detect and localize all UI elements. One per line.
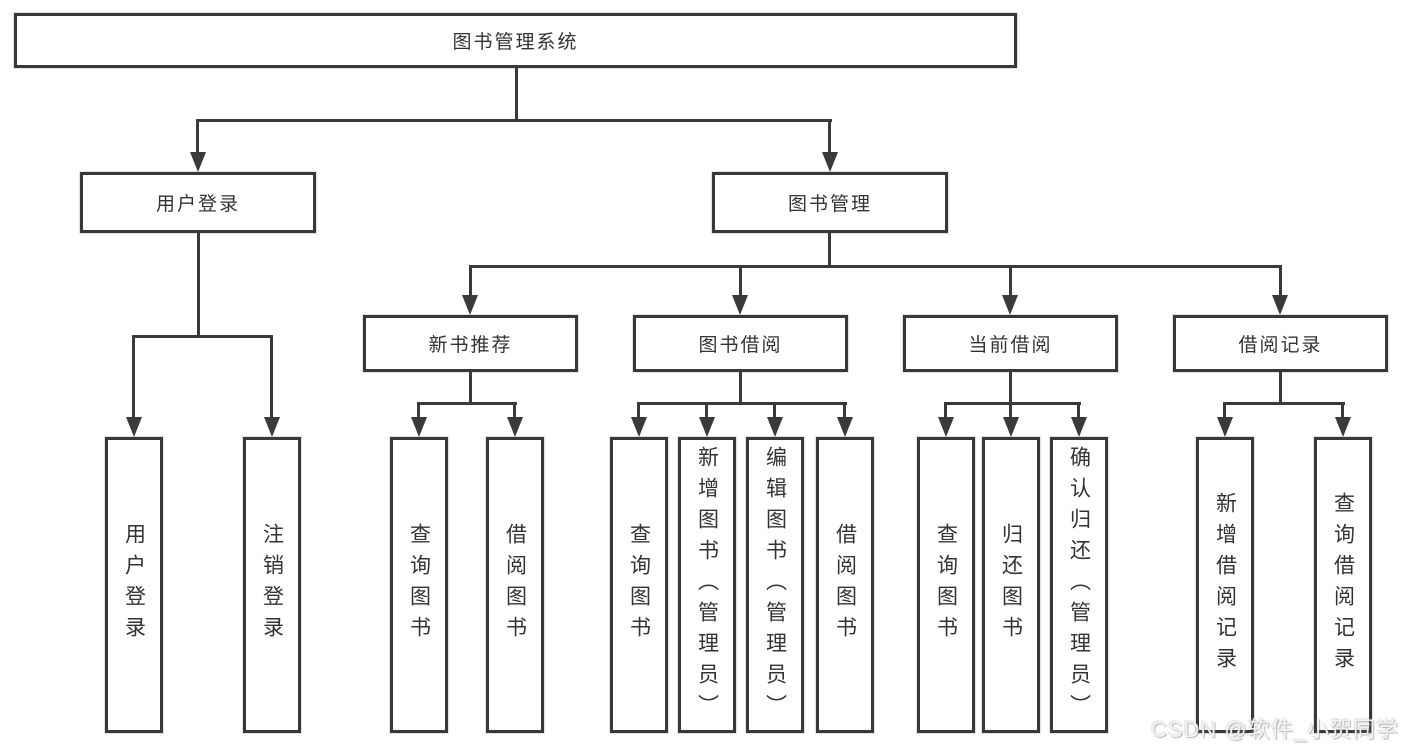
node-user-login: 用户登录 [80, 172, 316, 233]
connector-stem [513, 402, 516, 417]
arrow-down-icon [732, 295, 748, 315]
arrow-down-icon [822, 152, 838, 172]
node-library-system: 图书管理系统 [14, 13, 1017, 68]
node-current-borrowing: 当前借阅 [903, 315, 1118, 372]
leaf-query-borrow-record: 查询借阅记录 [1314, 437, 1372, 733]
connector-rail [132, 335, 273, 338]
leaf-label: 借阅图书 [503, 523, 527, 647]
connector-stem [1341, 402, 1344, 417]
connector-rail [637, 402, 847, 405]
arrow-down-icon [1272, 295, 1288, 315]
arrow-down-icon [837, 417, 853, 437]
leaf-label: 注销登录 [260, 523, 284, 647]
arrow-down-icon [411, 417, 427, 437]
leaf-query-books-current: 查询图书 [917, 437, 975, 733]
connector-stem [705, 402, 708, 417]
watermark: CSDN @软件_小贺同学 [1150, 717, 1399, 742]
node-book-borrowing: 图书借阅 [633, 315, 848, 372]
connector-stem [944, 402, 947, 417]
connector-stem [1223, 402, 1226, 417]
connector-stem [843, 402, 846, 417]
arrow-down-icon [767, 417, 783, 437]
node-label: 图书借阅 [698, 335, 783, 356]
leaf-label: 查询图书 [627, 523, 651, 647]
leaf-edit-books-admin: 编辑图书（管理员） [746, 437, 804, 733]
connector-rail [417, 402, 517, 405]
connector-root-stem [515, 68, 518, 120]
connector-stem [1077, 402, 1080, 417]
leaf-borrow-books-recommend: 借阅图书 [486, 437, 544, 733]
leaf-add-books-admin: 新增图书（管理员） [678, 437, 736, 733]
node-borrowing-records: 借阅记录 [1173, 315, 1388, 372]
connector-stem [1279, 372, 1282, 405]
node-label: 借阅记录 [1238, 335, 1323, 356]
node-new-book-recommend: 新书推荐 [363, 315, 578, 372]
connector-stem [739, 265, 742, 295]
leaf-label: 新增借阅记录 [1213, 492, 1237, 678]
connector-stem [132, 335, 135, 417]
connector-stem [469, 265, 472, 295]
node-label: 新书推荐 [428, 335, 513, 356]
connector-stem [469, 372, 472, 405]
arrow-down-icon [631, 417, 647, 437]
leaf-label: 借阅图书 [833, 523, 857, 647]
node-label: 图书管理 [787, 194, 872, 215]
arrow-down-icon [1003, 417, 1019, 437]
connector-stem [1009, 265, 1012, 295]
arrow-down-icon [507, 417, 523, 437]
arrow-down-icon [1335, 417, 1351, 437]
leaf-query-books-recommend: 查询图书 [390, 437, 448, 733]
arrow-down-icon [462, 295, 478, 315]
arrow-down-icon [126, 417, 142, 437]
leaf-borrow-books-borrowing: 借阅图书 [816, 437, 874, 733]
leaf-logout: 注销登录 [243, 437, 301, 733]
leaf-label: 查询借阅记录 [1331, 492, 1355, 678]
connector-rail [1223, 402, 1345, 405]
arrow-down-icon [264, 417, 280, 437]
connector-stem [1009, 372, 1012, 405]
node-label: 图书管理系统 [452, 32, 579, 53]
node-book-management: 图书管理 [712, 172, 948, 233]
connector-stem [1009, 402, 1012, 417]
arrow-down-icon [1002, 295, 1018, 315]
leaf-confirm-return-admin: 确认归还（管理员） [1050, 437, 1108, 733]
arrow-down-icon [699, 417, 715, 437]
leaf-label: 用户登录 [122, 523, 146, 647]
connector-level2-rail [196, 119, 832, 122]
leaf-label: 查询图书 [407, 523, 431, 647]
connector-stem [417, 402, 420, 417]
connector-level3-rail [469, 265, 1282, 268]
leaf-label: 确认归还（管理员） [1067, 445, 1091, 725]
connector-stem [637, 402, 640, 417]
node-label: 当前借阅 [968, 335, 1053, 356]
connector-stem [1279, 265, 1282, 295]
leaf-query-books-borrowing: 查询图书 [610, 437, 668, 733]
connector-stem [828, 119, 831, 152]
connector-stem [828, 233, 831, 268]
connector-stem [196, 119, 199, 152]
leaf-label: 编辑图书（管理员） [763, 445, 787, 725]
connector-stem [773, 402, 776, 417]
arrow-down-icon [938, 417, 954, 437]
node-label: 用户登录 [155, 194, 240, 215]
leaf-label: 新增图书（管理员） [695, 445, 719, 725]
leaf-label: 归还图书 [999, 523, 1023, 647]
connector-stem [270, 335, 273, 417]
arrow-down-icon [1217, 417, 1233, 437]
leaf-add-borrow-record: 新增借阅记录 [1196, 437, 1254, 733]
connector-stem [197, 233, 200, 338]
leaf-user-login: 用户登录 [105, 437, 163, 733]
leaf-label: 查询图书 [934, 523, 958, 647]
connector-stem [739, 372, 742, 405]
connector-rail [944, 402, 1081, 405]
arrow-down-icon [190, 152, 206, 172]
leaf-return-books: 归还图书 [982, 437, 1040, 733]
arrow-down-icon [1071, 417, 1087, 437]
